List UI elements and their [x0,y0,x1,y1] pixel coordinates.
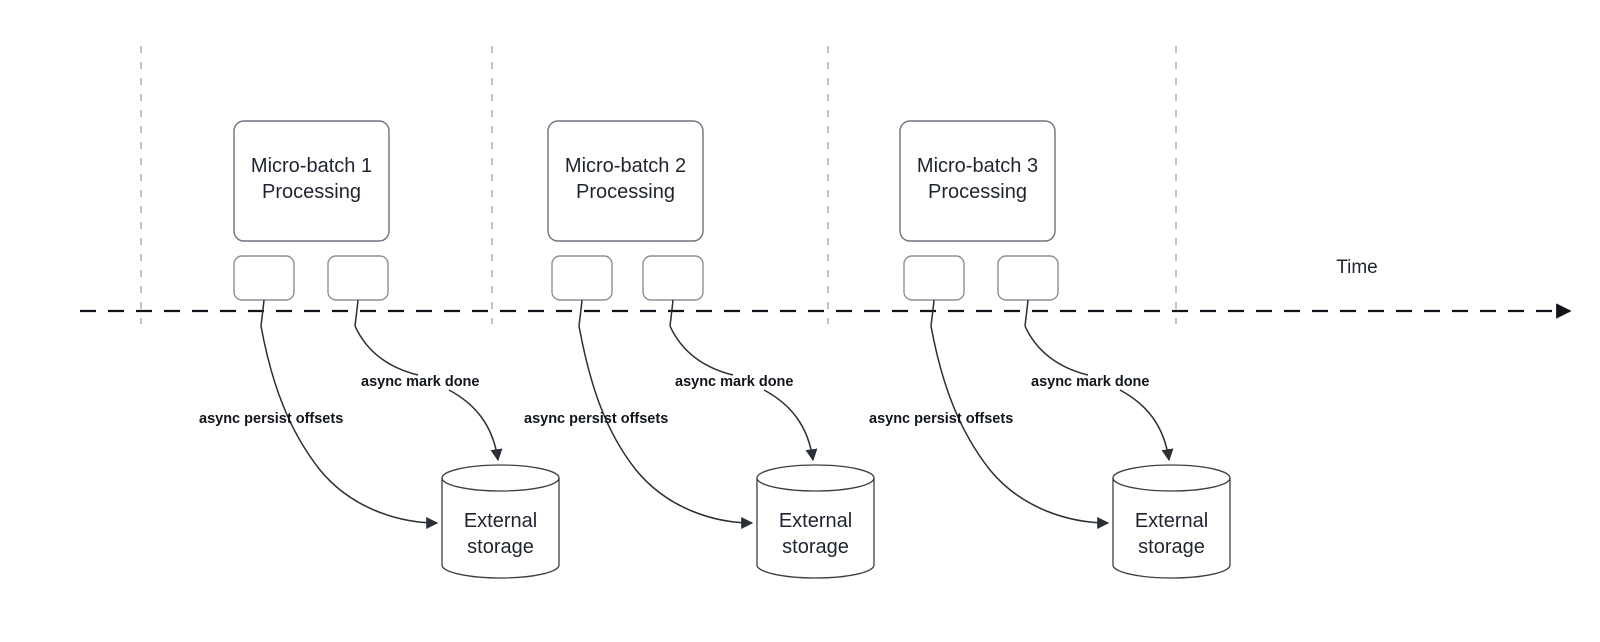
stem-2b [669,299,674,327]
async-persist-offsets-arrow-1 [260,325,439,529]
async-persist-offsets-arrow-2 [578,325,754,529]
small-box-1a[interactable] [233,255,295,301]
small-box-3b[interactable] [997,255,1059,301]
async-mark-done-arrow-2 [669,325,734,376]
micro-batch-1-box[interactable] [233,120,390,242]
micro-batch-1-label-line1: Micro-batch 1 [251,155,372,177]
stem-1b [354,299,359,327]
async-mark-done-label-2: async mark done [675,374,793,390]
micro-batch-2-box[interactable] [547,120,704,242]
micro-batch-3-label-line2: Processing [928,181,1027,203]
stem-3a [930,299,935,327]
stem-2a [578,299,583,327]
async-persist-offsets-label-1: async persist offsets [199,411,343,427]
group-1: Micro-batch 1 Processing async persist o… [199,120,560,579]
async-mark-done-arrow-2b [763,389,818,462]
async-mark-done-arrow-3 [1024,325,1089,376]
external-storage-3[interactable]: External storage [1112,464,1231,579]
external-storage-3-label-line2: storage [1138,536,1205,558]
small-box-2a[interactable] [551,255,613,301]
external-storage-1-label-line2: storage [467,536,534,558]
stem-3b [1024,299,1029,327]
async-mark-done-arrow-1 [354,325,419,376]
async-mark-done-label-1: async mark done [361,374,479,390]
external-storage-3-label-line1: External [1135,510,1208,532]
micro-batch-3-label-line1: Micro-batch 3 [917,155,1038,177]
external-storage-2-label-line1: External [779,510,852,532]
time-axis-label: Time [1336,257,1378,278]
micro-batch-3-box[interactable] [899,120,1056,242]
small-box-3a[interactable] [903,255,965,301]
external-storage-2[interactable]: External storage [756,464,875,579]
micro-batch-2-label-line1: Micro-batch 2 [565,155,686,177]
micro-batch-2-label-line2: Processing [576,181,675,203]
async-persist-offsets-arrow-3 [930,325,1110,529]
small-box-1b[interactable] [327,255,389,301]
async-persist-offsets-label-2: async persist offsets [524,411,668,427]
external-storage-1-label-line1: External [464,510,537,532]
group-3: Micro-batch 3 Processing async persist o… [869,120,1231,579]
small-box-2b[interactable] [642,255,704,301]
external-storage-2-label-line2: storage [782,536,849,558]
async-mark-done-arrow-1b [448,389,503,462]
group-2: Micro-batch 2 Processing async persist o… [524,120,875,579]
external-storage-1[interactable]: External storage [441,464,560,579]
async-persist-offsets-label-3: async persist offsets [869,411,1013,427]
async-mark-done-arrow-3b [1119,389,1174,462]
async-mark-done-label-3: async mark done [1031,374,1149,390]
micro-batch-1-label-line2: Processing [262,181,361,203]
stem-1a [260,299,265,327]
